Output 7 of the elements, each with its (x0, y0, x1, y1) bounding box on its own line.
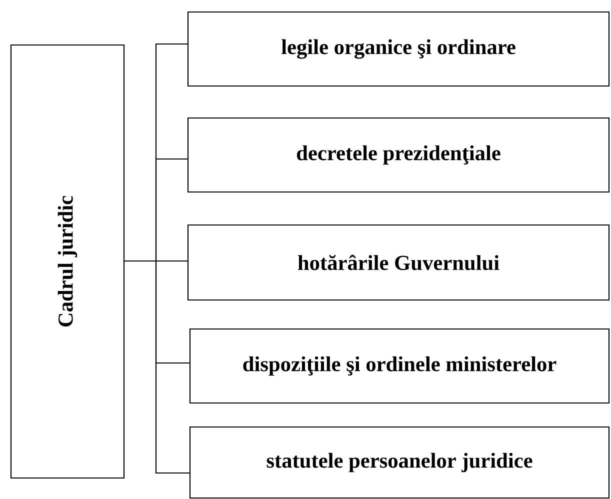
item-box: legile organice şi ordinare (187, 11, 610, 87)
item-box: hotărârile Guvernului (187, 224, 610, 301)
category-box: Cadrul juridic (10, 44, 125, 479)
connector-line (124, 260, 190, 474)
item-box: statutele persoanelor juridice (189, 426, 610, 499)
item-box: decretele prezidenţiale (187, 117, 610, 193)
item-box: dispoziţiile şi ordinele ministerelor (189, 328, 610, 404)
